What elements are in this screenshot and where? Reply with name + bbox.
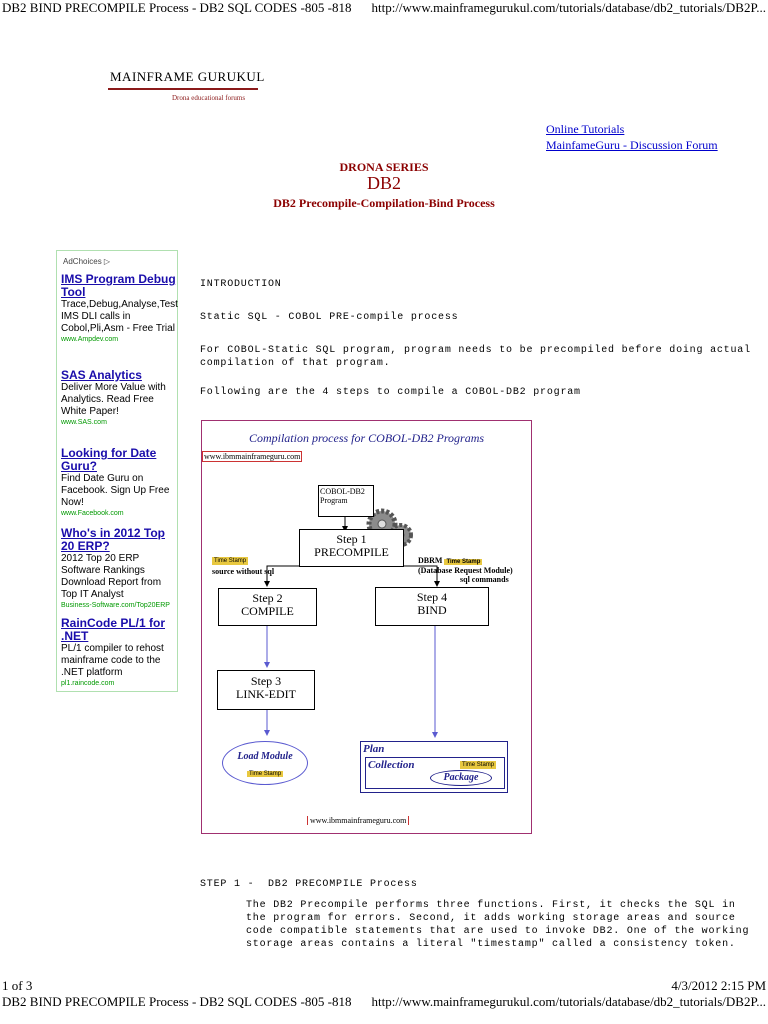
print-footer-datetime: 4/3/2012 2:15 PM <box>671 978 766 993</box>
timestamp-badge: Time Stamp <box>460 761 497 769</box>
ad-url[interactable]: www.SAS.com <box>61 419 107 426</box>
print-footer-url: http://www.mainframegurukul.com/tutorial… <box>371 994 766 1009</box>
diagram-watermark-top: www.ibmmainframeguru.com <box>202 451 303 462</box>
timestamp-badge: Time Stamp <box>444 559 483 565</box>
cobol-db2-program-doc: COBOL-DB2 Program <box>318 485 374 517</box>
ad-url[interactable]: pl1.raincode.com <box>61 680 115 687</box>
online-tutorials-link[interactable]: Online Tutorials <box>546 122 625 136</box>
site-tagline: Drona educational forums <box>172 94 246 102</box>
ad-item[interactable]: RainCode PL/1 for .NET PL/1 compiler to … <box>61 617 177 689</box>
ad-text: Find Date Guru on Facebook. Sign Up Free… <box>61 473 170 508</box>
ad-text: 2012 Top 20 ERP Software Rankings Downlo… <box>61 553 162 600</box>
arrow-precompile-to-bind <box>402 565 440 587</box>
ad-url[interactable]: www.Facebook.com <box>61 510 124 517</box>
adchoices-label[interactable]: AdChoices ▷ <box>63 257 111 266</box>
ad-sidebar: AdChoices ▷ IMS Program Debug Tool Trace… <box>56 250 178 692</box>
step1-heading: STEP 1 - DB2 PRECOMPILE Process <box>200 879 418 890</box>
timestamp-badge: Time Stamp <box>246 771 284 777</box>
ad-title[interactable]: IMS Program Debug Tool <box>61 272 176 299</box>
timestamp-badge: Time Stamp <box>212 557 249 565</box>
step-number: Step 2 <box>252 591 283 605</box>
plan-box: Plan Collection Time Stamp Package <box>360 741 508 793</box>
logo-rule <box>108 88 258 90</box>
print-header-title: DB2 BIND PRECOMPILE Process - DB2 SQL CO… <box>2 0 352 15</box>
step-name: COMPILE <box>241 604 294 618</box>
step-name: PRECOMPILE <box>314 545 389 559</box>
series-title: DRONA SERIES <box>339 160 429 174</box>
sql-commands-label: sql commands <box>460 575 509 584</box>
steps-intro: Following are the 4 steps to compile a C… <box>200 387 581 398</box>
step3-linkedit-box: Step 3 LINK-EDIT <box>217 670 315 710</box>
ad-url[interactable]: Business-Software.com/Top20ERP <box>61 602 170 609</box>
compilation-diagram: Compilation process for COBOL-DB2 Progra… <box>201 420 532 834</box>
subject-title: DB2 <box>366 173 401 193</box>
arrow-precompile-to-compile <box>264 565 300 587</box>
step4-bind-box: Step 4 BIND <box>375 587 489 626</box>
dbrm-fullname: (Database Request Module) <box>418 566 513 575</box>
diagram-title: Compilation process for COBOL-DB2 Progra… <box>248 431 485 445</box>
ad-title[interactable]: Who's in 2012 Top 20 ERP? <box>61 526 165 553</box>
ad-title[interactable]: SAS Analytics <box>61 368 142 382</box>
ad-item[interactable]: Looking for Date Guru? Find Date Guru on… <box>61 447 177 519</box>
diagram-watermark-bottom: www.ibmmainframeguru.com <box>307 816 410 825</box>
ad-url[interactable]: www.Ampdev.com <box>61 336 119 343</box>
discussion-forum-link[interactable]: MainfameGuru - Discussion Forum <box>546 138 718 152</box>
step2-compile-box: Step 2 COMPILE <box>218 588 317 626</box>
site-logo[interactable]: MAINFRAME GURUKUL <box>110 69 265 84</box>
ad-title[interactable]: RainCode PL/1 for .NET <box>61 616 166 643</box>
print-footer-page: 1 of 3 <box>2 978 33 993</box>
ad-text: PL/1 compiler to rehost mainframe code t… <box>61 643 164 678</box>
ad-item[interactable]: SAS Analytics Deliver More Value with An… <box>61 369 177 428</box>
step1-paragraph: The DB2 Precompile performs three functi… <box>246 900 750 950</box>
step-number: Step 1 <box>336 532 367 546</box>
static-sql-label: Static SQL - COBOL PRE-compile process <box>200 312 459 323</box>
step-number: Step 3 <box>250 674 282 688</box>
step1-precompile-box: Step 1 PRECOMPILE <box>299 529 404 567</box>
collection-label: Collection <box>368 759 415 771</box>
ad-title[interactable]: Looking for Date Guru? <box>61 446 157 473</box>
plan-label: Plan <box>363 743 385 755</box>
load-module-label: Load Module <box>237 751 293 762</box>
intro-label: INTRODUCTION <box>200 279 282 290</box>
step-name: LINK-EDIT <box>236 687 296 701</box>
adchoices-icon: ▷ <box>103 257 111 266</box>
print-footer-title: DB2 BIND PRECOMPILE Process - DB2 SQL CO… <box>2 994 352 1009</box>
collection-box: Collection Time Stamp Package <box>365 757 505 789</box>
package-label: Package <box>430 770 492 786</box>
source-without-sql-label: source without sql <box>212 567 275 576</box>
ad-item[interactable]: IMS Program Debug Tool Trace,Debug,Analy… <box>61 272 178 345</box>
print-header-url: http://www.mainframegurukul.com/tutorial… <box>371 0 766 15</box>
dbrm-label: DBRM Time Stamp <box>418 556 483 565</box>
step-name: BIND <box>417 603 447 617</box>
step-number: Step 4 <box>416 590 448 604</box>
ad-text: Deliver More Value with Analytics. Read … <box>61 382 166 417</box>
intro-paragraph: For COBOL-Static SQL program, program ne… <box>200 345 751 369</box>
page-title: DB2 Precompile-Compilation-Bind Process <box>273 196 495 210</box>
ad-text: Trace,Debug,Analyse,Test IMS DLI calls i… <box>61 299 178 334</box>
ad-item[interactable]: Who's in 2012 Top 20 ERP? 2012 Top 20 ER… <box>61 527 177 611</box>
load-module-ellipse: Load Module Time Stamp <box>222 741 308 785</box>
